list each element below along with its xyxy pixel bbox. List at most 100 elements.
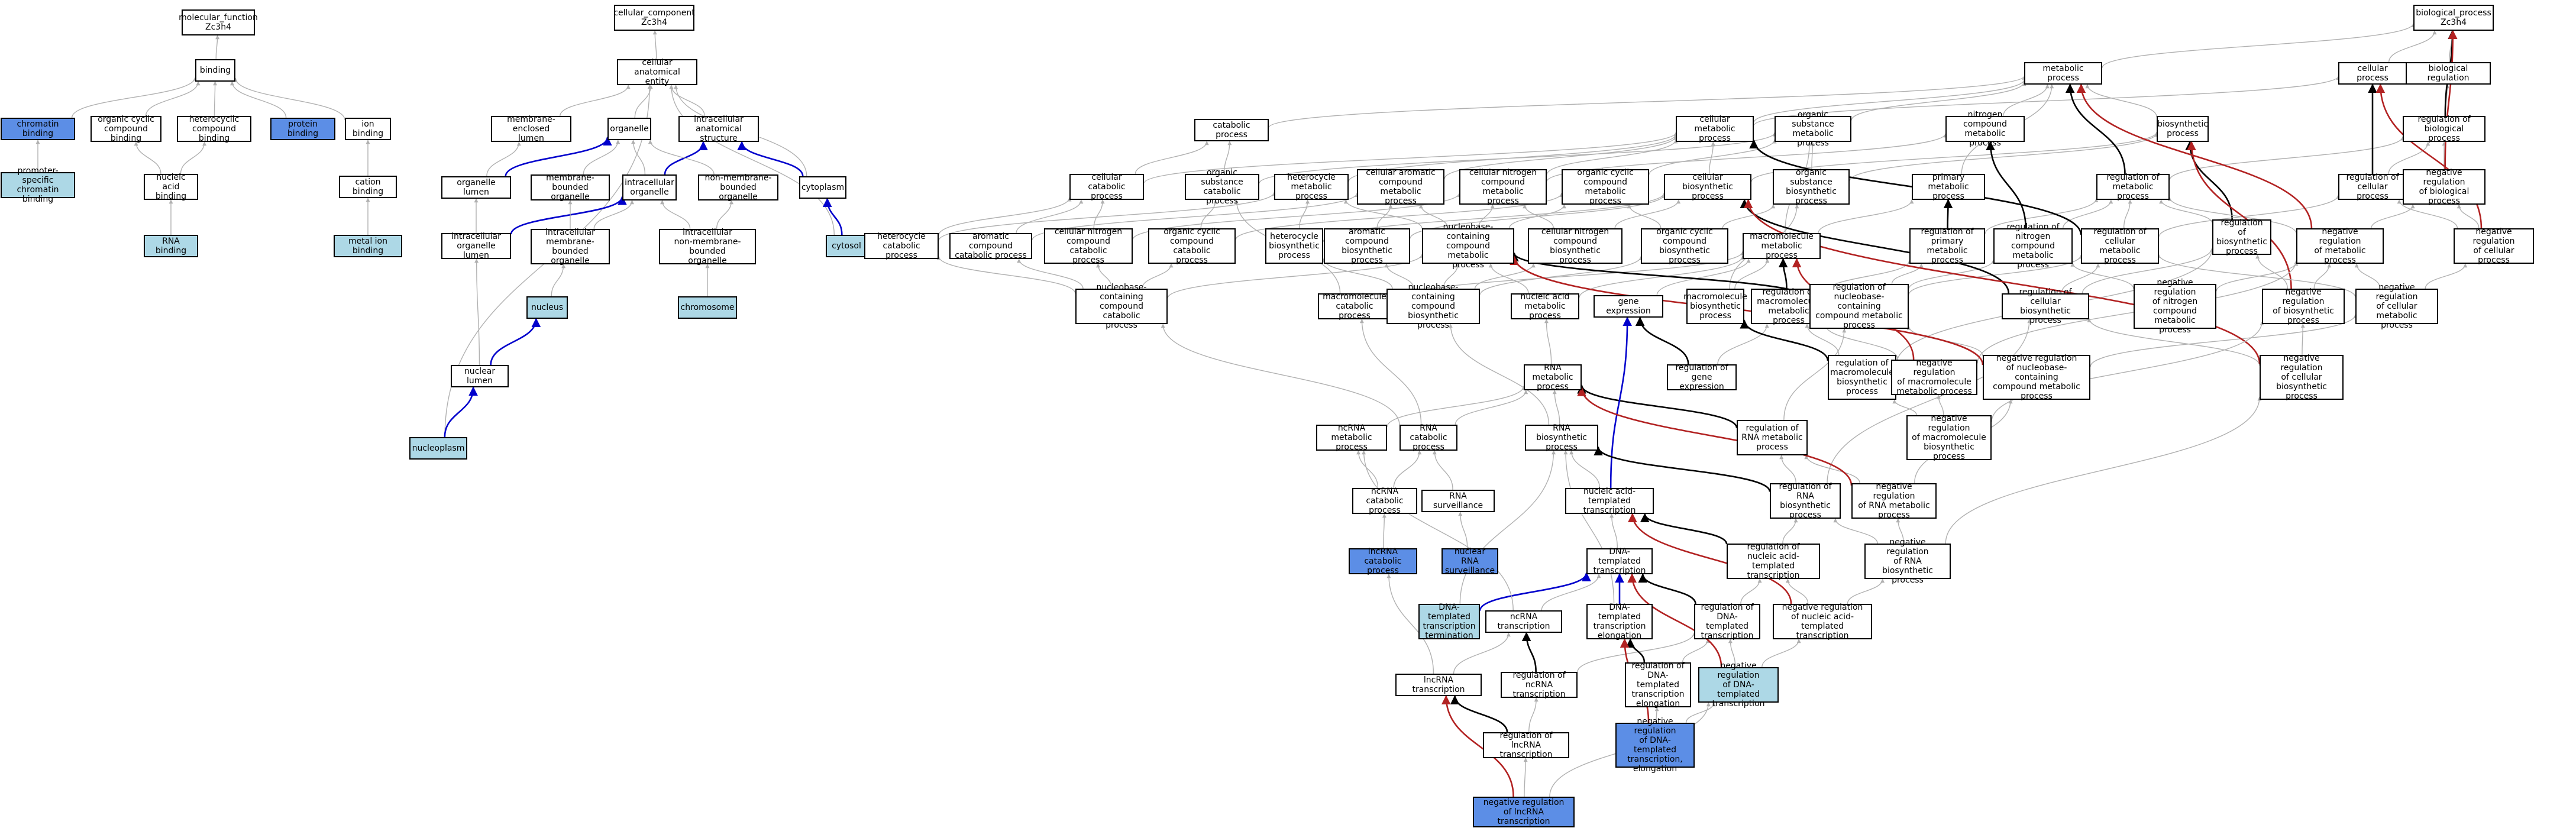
go-term-rna-biosyn[interactable]: RNA biosynthetic process (1525, 423, 1598, 452)
go-term-reg-dna-trans[interactable]: regulation of DNA-templated transcriptio… (1694, 603, 1760, 641)
go-term-rna-metab[interactable]: RNA metabolic process (1524, 363, 1582, 392)
go-term-neg-reg-lncrna-trans[interactable]: negative regulation of lncRNA transcript… (1473, 797, 1575, 827)
go-term-intra-anat[interactable]: intracellular anatomical structure (678, 115, 759, 143)
go-term-ncrna-metab[interactable]: ncRNA metabolic process (1316, 423, 1387, 452)
go-term-neg-reg-metab[interactable]: negative regulation of metabolic process (2296, 227, 2384, 265)
go-term-neg-reg-cell-proc[interactable]: negative regulation of cellular process (2454, 227, 2534, 265)
go-term-cellular-process[interactable]: cellular process (2338, 62, 2407, 85)
go-term-neg-reg-nb-metab[interactable]: negative regulation of nucleobase-contai… (1983, 354, 2090, 401)
go-term-neg-reg-bio[interactable]: negative regulation of biological proces… (2403, 168, 2485, 206)
go-term-reg-ncrna-trans[interactable]: regulation of ncRNA transcription (1501, 671, 1578, 699)
go-term-organelle[interactable]: organelle (607, 118, 651, 140)
go-term-cell-nitro-biosyn[interactable]: cellular nitrogen compound biosynthetic … (1528, 227, 1622, 265)
go-term-na-metab[interactable]: nucleic acid metabolic process (1511, 292, 1579, 321)
go-term-binding[interactable]: binding (195, 59, 235, 82)
go-term-mf-root[interactable]: molecular_function Zc3h4 (179, 9, 258, 35)
go-term-rna-catab[interactable]: RNA catabolic process (1399, 423, 1457, 452)
go-term-reg-gene-expr[interactable]: regulation of gene expression (1667, 363, 1737, 392)
go-term-lncrna-catab[interactable]: lncRNA catabolic process (1349, 547, 1417, 575)
go-term-nb-biosyn[interactable]: nucleobase-containing compound biosynthe… (1386, 283, 1480, 330)
go-term-org-cyclic-biosyn[interactable]: organic cyclic compound biosynthetic pro… (1641, 227, 1728, 265)
go-term-ion-binding[interactable]: ion binding (345, 118, 391, 140)
go-term-neg-reg-macro-metab[interactable]: negative regulation of macromolecule met… (1891, 358, 1977, 396)
go-term-neg-reg-biosyn[interactable]: negative regulation of biosynthetic proc… (2262, 287, 2345, 325)
go-term-nuclear-rna-surv[interactable]: nuclear RNA surveillance (1441, 547, 1498, 575)
go-term-nucleoplasm[interactable]: nucleoplasm (409, 437, 467, 460)
go-term-dna-templ-trans[interactable]: DNA-templated transcription (1586, 547, 1653, 575)
go-term-reg-rna-biosyn[interactable]: regulation of RNA biosynthetic process (1770, 482, 1841, 520)
go-term-na-templ-trans[interactable]: nucleic acid-templated transcription (1565, 487, 1654, 515)
go-term-nb-catab[interactable]: nucleobase-containing compound catabolic… (1075, 283, 1168, 330)
go-term-rna-binding[interactable]: RNA binding (144, 235, 198, 257)
go-term-reg-primary-metab[interactable]: regulation of primary metabolic process (1909, 227, 1985, 265)
go-term-cell-biosyn[interactable]: cellular biosynthetic process (1664, 173, 1751, 201)
go-term-intra-mem-org[interactable]: intracellular membrane-bounded organelle (531, 228, 610, 266)
go-term-reg-cell-proc[interactable]: regulation of cellular process (2338, 173, 2407, 201)
go-term-reg-rna-metab[interactable]: regulation of RNA metabolic process (1737, 420, 1808, 455)
go-term-cell-catab[interactable]: cellular catabolic process (1069, 173, 1144, 201)
go-term-cytosol[interactable]: cytosol (826, 235, 867, 257)
go-term-reg-bio-proc[interactable]: regulation of biological process (2403, 115, 2485, 143)
go-term-cytoplasm[interactable]: cytoplasm (799, 176, 846, 199)
go-term-nb-metab[interactable]: nucleobase-containing compound metabolic… (1422, 222, 1514, 270)
go-term-reg-nitro-metab[interactable]: regulation of nitrogen compound metaboli… (1993, 222, 2073, 270)
go-term-org-cyclic-binding[interactable]: organic cyclic compound binding (91, 115, 161, 143)
go-term-cc-root[interactable]: cellular_component Zc3h4 (613, 5, 695, 31)
go-term-primary-metab[interactable]: primary metabolic process (1912, 173, 1985, 201)
go-term-reg-biosyn[interactable]: regulation of biosynthetic process (2212, 218, 2271, 256)
go-term-chromosome[interactable]: chromosome (678, 296, 737, 319)
go-term-neg-reg-macro-biosyn[interactable]: negative regulation of macromolecule bio… (1906, 414, 1992, 461)
go-term-mem-bound-org[interactable]: membrane-bounded organelle (531, 173, 610, 202)
go-term-bp-root[interactable]: biological_process Zc3h4 (2413, 5, 2494, 31)
go-term-gene-expr[interactable]: gene expression (1594, 295, 1663, 318)
go-term-cell-metab[interactable]: cellular metabolic process (1676, 115, 1754, 143)
go-term-reg-lncrna-trans[interactable]: regulation of lncRNA transcription (1483, 731, 1569, 759)
go-term-neg-reg-dna-trans[interactable]: negative regulation of DNA-templated tra… (1698, 661, 1779, 709)
go-term-bio-reg[interactable]: biological regulation (2406, 62, 2491, 85)
go-term-catabolic[interactable]: catabolic process (1194, 119, 1269, 141)
go-term-neg-reg-rna-biosyn[interactable]: negative regulation of RNA biosynthetic … (1864, 538, 1951, 585)
go-term-ncrna-trans[interactable]: ncRNA transcription (1485, 610, 1562, 633)
go-term-org-lumen[interactable]: organelle lumen (441, 176, 511, 199)
go-term-neg-reg-na-trans[interactable]: negative regulation of nucleic acid-temp… (1773, 603, 1872, 641)
go-term-org-cyclic-metab[interactable]: organic cyclic compound metabolic proces… (1562, 168, 1649, 206)
go-term-neg-reg-nitro-metab[interactable]: negative regulation of nitrogen compound… (2134, 278, 2216, 335)
go-term-mem-lumen[interactable]: membrane-enclosed lumen (491, 115, 571, 143)
go-term-reg-macro-biosyn[interactable]: regulation of macromolecule biosynthetic… (1828, 355, 1896, 400)
go-term-ncrna-catab[interactable]: ncRNA catabolic process (1352, 487, 1417, 515)
go-term-lncrna-trans[interactable]: lncRNA transcription (1395, 674, 1482, 696)
go-term-reg-metab[interactable]: regulation of metabolic process (2096, 173, 2170, 201)
go-term-nucleic-acid-binding[interactable]: nucleic acid binding (144, 173, 198, 201)
go-term-reg-nb-metab[interactable]: regulation of nucleobase-containing comp… (1809, 283, 1909, 330)
go-term-cae[interactable]: cellular anatomical entity (617, 58, 697, 86)
go-term-reg-cell-metab[interactable]: regulation of cellular metabolic process (2081, 227, 2159, 265)
go-term-nonmem-org[interactable]: non-membrane-bounded organelle (698, 173, 778, 202)
go-term-org-subst-metab[interactable]: organic substance metabolic process (1775, 110, 1851, 148)
go-term-org-cyclic-catab[interactable]: organic cyclic compound catabolic proces… (1148, 227, 1236, 265)
go-term-metabolic[interactable]: metabolic process (2024, 62, 2102, 85)
go-term-chromatin-binding[interactable]: chromatin binding (1, 118, 75, 140)
go-term-cell-nitro-metab[interactable]: cellular nitrogen compound metabolic pro… (1459, 168, 1547, 206)
go-term-cell-arom-metab[interactable]: cellular aromatic compound metabolic pro… (1357, 168, 1444, 206)
go-term-promoter-chromatin[interactable]: promoter-specific chromatin binding (1, 166, 75, 204)
go-term-reg-na-templ-trans[interactable]: regulation of nucleic acid-templated tra… (1727, 542, 1820, 580)
go-term-rna-surv[interactable]: RNA surveillance (1421, 490, 1495, 512)
go-term-cation-binding[interactable]: cation binding (339, 176, 397, 198)
go-term-protein-binding[interactable]: protein binding (270, 118, 335, 140)
go-term-reg-dna-elong[interactable]: regulation of DNA-templated transcriptio… (1625, 661, 1691, 709)
go-term-macro-biosyn[interactable]: macromolecule biosynthetic process (1683, 289, 1747, 324)
go-term-org-subst-biosyn[interactable]: organic substance biosynthetic process (1773, 168, 1850, 206)
go-term-hetero-binding[interactable]: heterocyclic compound binding (177, 115, 251, 143)
go-term-dna-trans-elong[interactable]: DNA-templated transcription elongation (1586, 603, 1653, 641)
go-term-hetero-metab[interactable]: heterocycle metabolic process (1274, 173, 1349, 201)
go-term-neg-reg-cell-metab[interactable]: negative regulation of cellular metaboli… (2355, 283, 2438, 330)
go-term-neg-reg-rna-metab[interactable]: negative regulation of RNA metabolic pro… (1851, 482, 1937, 520)
go-term-nucleus[interactable]: nucleus (526, 296, 568, 319)
go-term-biosynthetic[interactable]: biosynthetic process (2157, 116, 2209, 142)
go-term-nuclear-lumen[interactable]: nuclear lumen (451, 365, 509, 387)
go-term-neg-reg-dna-elong[interactable]: negative regulation of DNA-templated tra… (1615, 717, 1695, 774)
go-term-hetero-biosyn[interactable]: heterocycle biosynthetic process (1265, 228, 1323, 264)
go-term-metal-ion-binding[interactable]: metal ion binding (334, 235, 402, 257)
go-term-org-subst-catab[interactable]: organic substance catabolic process (1185, 168, 1259, 206)
go-term-intra-org-lumen[interactable]: intracellular organelle lumen (441, 232, 511, 260)
